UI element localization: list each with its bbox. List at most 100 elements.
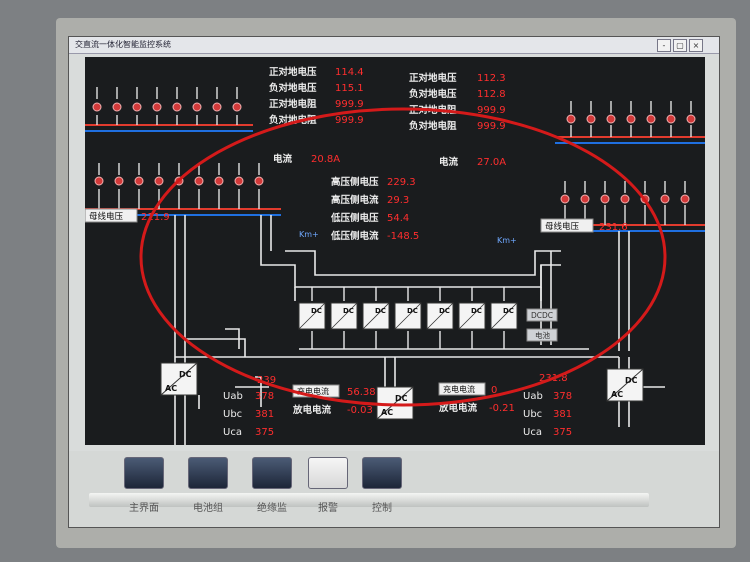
discharge-current-right-label: 放电电流	[438, 402, 478, 414]
legend-battery-label: 电池	[535, 330, 550, 340]
uab-left-label: Uab	[223, 391, 243, 402]
insulation-monitor-right: 正对地电压 112.3 负对地电压 112.8 正对地电阻 999.9 负对地电…	[409, 72, 506, 132]
dcdc-module-row: DC DC DC DC DC DC DC	[298, 287, 518, 349]
nav-battery-group-label: 电池组	[193, 503, 223, 514]
monitor-icon	[124, 457, 164, 489]
uca-right-value: 375	[553, 427, 572, 438]
pos-ground-voltage-value: 112.3	[477, 73, 506, 84]
rectifier-middle: DC AC	[376, 386, 414, 420]
dcdc-module-6-label: DC	[471, 307, 482, 315]
uca-right-label: Uca	[523, 427, 542, 438]
dcdc-module-1-label: DC	[311, 307, 322, 315]
neg-ground-resistance-value: 999.9	[477, 121, 506, 132]
dcdc-module-4-label: DC	[407, 307, 418, 315]
neg-ground-voltage-label: 负对地电压	[269, 82, 317, 94]
discharge-current-left-value: -0.03	[347, 405, 373, 416]
busbar-right-value: 231.6	[599, 222, 628, 233]
annotation-circle	[139, 107, 667, 407]
ac-voltages-right: Uab 378 Ubc 381 Uca 375	[523, 391, 572, 438]
waveform-icon	[188, 457, 228, 489]
dcdc-module-2-label: DC	[343, 307, 354, 315]
hv-current-label: 高压侧电流	[331, 194, 379, 206]
ubc-right-label: Ubc	[523, 409, 542, 420]
battery-left-voltage: 239	[257, 375, 276, 386]
legend-dcdc-box	[526, 308, 558, 322]
rectifier-left: DC AC	[160, 362, 198, 396]
charge-current-label: 充电电流	[297, 386, 329, 396]
clipboard-icon	[308, 457, 348, 489]
nav-alarm[interactable]: 报警	[305, 457, 351, 515]
lv-current-value: -148.5	[387, 231, 419, 242]
nav-battery-group[interactable]: 电池组	[185, 457, 231, 515]
ubc-left-label: Ubc	[223, 409, 242, 420]
rectifier-middle-ac: AC	[381, 408, 393, 417]
nav-insulation-label: 绝缘监	[257, 503, 287, 514]
nav-control-label: 控制	[372, 503, 392, 514]
busbar-right-label-box	[540, 218, 594, 233]
ubc-left-value: 381	[255, 409, 274, 420]
restore-button[interactable]: ▢	[673, 39, 687, 52]
lv-voltage-value: 54.4	[387, 213, 409, 224]
uab-left-value: 378	[255, 391, 274, 402]
nav-shelf	[89, 493, 649, 507]
nav-main-screen[interactable]: 主界面	[121, 457, 167, 515]
pos-ground-resistance-value: 999.9	[477, 105, 506, 116]
power-system-diagram: Km+ Km+ 正对地电压 114.4 负对地电压 115.1 正对地电阻 99…	[84, 66, 705, 455]
current-right-value: 27.0A	[477, 157, 506, 168]
ubc-right-value: 381	[553, 409, 572, 420]
bus-wiring	[174, 215, 665, 455]
app-title: 交直流一体化智能监控系统	[75, 40, 171, 49]
insulation-monitor-left: 正对地电压 114.4 负对地电压 115.1 正对地电阻 999.9 负对地电…	[269, 66, 364, 126]
window-titlebar: 交直流一体化智能监控系统 - ▢ ×	[69, 37, 719, 54]
nav-main-screen-label: 主界面	[129, 503, 159, 514]
legend-battery-box	[526, 328, 558, 342]
neg-ground-voltage-label: 负对地电压	[409, 88, 457, 100]
left-breaker-bank-upper	[85, 87, 253, 132]
neg-ground-voltage-value: 112.8	[477, 89, 506, 100]
uca-left-label: Uca	[223, 427, 242, 438]
rectifier-right-ac: AC	[611, 390, 623, 399]
pos-ground-resistance-label: 正对地电阻	[269, 98, 317, 110]
discharge-current-left-label: 放电电流	[292, 404, 332, 416]
nav-insulation[interactable]: 绝缘监	[249, 457, 295, 515]
left-breaker-bank-lower	[85, 163, 281, 216]
busbar-right-label: 母线电压	[545, 221, 580, 232]
km-right-label: Km+	[497, 236, 517, 245]
neg-ground-resistance-value: 999.9	[335, 115, 364, 126]
legend-dcdc-label: DCDC	[531, 311, 553, 320]
current-left-label: 电流	[273, 153, 293, 165]
charge-current-value: 56.38	[347, 387, 376, 398]
uab-right-value: 378	[553, 391, 572, 402]
lv-voltage-label: 低压侧电压	[330, 212, 379, 224]
current-left-value: 20.8A	[311, 154, 340, 165]
close-button[interactable]: ×	[689, 39, 703, 52]
pos-ground-voltage-label: 正对地电压	[269, 66, 317, 78]
busbar-left-label-box	[84, 208, 138, 223]
ac-voltages-left: Uab 378 Ubc 381 Uca 375	[223, 391, 274, 438]
busbar-left-label: 母线电压	[89, 211, 124, 222]
charge-current-mid-value: 0	[491, 385, 497, 396]
navigation-bar: 主界面 电池组 绝缘监 报警 控制	[69, 451, 719, 527]
uca-left-value: 375	[255, 427, 274, 438]
rectifier-left-ac: AC	[165, 384, 177, 393]
pos-ground-voltage-label: 正对地电压	[409, 72, 457, 84]
chart-icon	[362, 457, 402, 489]
nav-alarm-label: 报警	[318, 503, 338, 514]
dcdc-module-5-label: DC	[439, 307, 450, 315]
rectifier-right: DC AC	[606, 368, 644, 402]
busbar-left-value: 211.9	[141, 212, 170, 223]
charge-current-mid-label-box	[438, 382, 486, 396]
neg-ground-voltage-value: 115.1	[335, 83, 364, 94]
dcdc-module-3-label: DC	[375, 307, 386, 315]
right-breaker-bank-upper	[555, 101, 705, 144]
km-left-label: Km+	[299, 230, 319, 239]
neg-ground-resistance-label: 负对地电阻	[269, 114, 317, 126]
minimize-button[interactable]: -	[657, 39, 671, 52]
hv-current-value: 29.3	[387, 195, 409, 206]
pos-ground-resistance-value: 999.9	[335, 99, 364, 110]
nav-control[interactable]: 控制	[359, 457, 405, 515]
lv-current-label: 低压侧电流	[330, 230, 379, 242]
dcdc-measurements: 高压侧电压 229.3 高压侧电流 29.3 低压侧电压 54.4 低压侧电流 …	[330, 176, 419, 242]
rectifier-middle-dc: DC	[395, 394, 408, 403]
monitor-screen: 交直流一体化智能监控系统 - ▢ ×	[68, 36, 720, 528]
